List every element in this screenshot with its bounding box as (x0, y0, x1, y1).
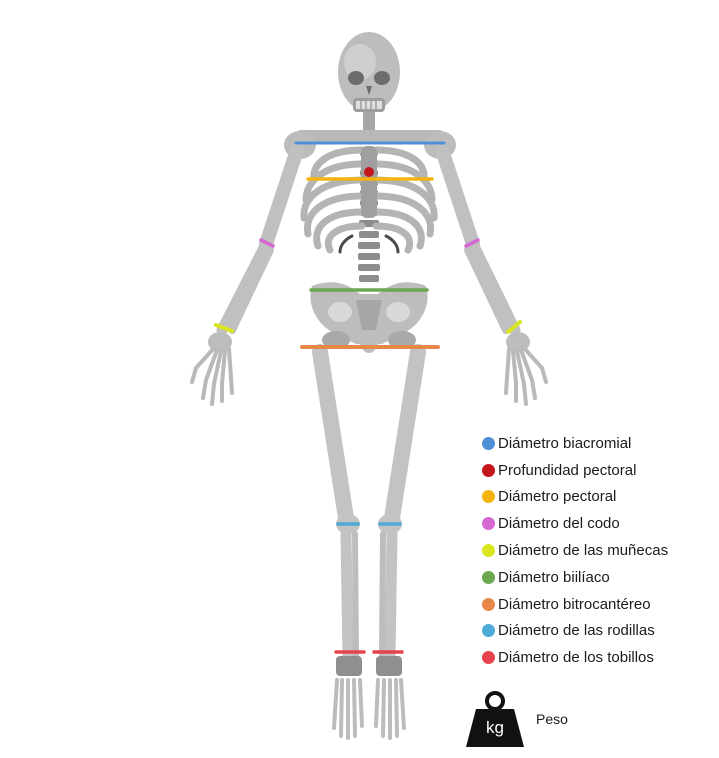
sternum (361, 146, 377, 218)
right-hand (506, 332, 546, 404)
legend-item-biiliac: Diámetro biilíaco (482, 564, 712, 591)
legend-label: Diámetro biilíaco (498, 569, 610, 586)
legend-item-knee: Diámetro de las rodillas (482, 618, 712, 645)
legend-dot (482, 571, 495, 584)
legend-item-ankle: Diámetro de los tobillos (482, 644, 712, 671)
right-leg (378, 352, 418, 656)
legend-item-biacromial: Diámetro biacromial (482, 430, 712, 457)
legend-item-pectoral: Diámetro pectoral (482, 484, 712, 511)
legend-label: Diámetro de los tobillos (498, 649, 654, 666)
legend-label: Profundidad pectoral (498, 462, 636, 479)
legend-item-wrist: Diámetro de las muñecas (482, 537, 712, 564)
legend-dot (482, 544, 495, 557)
legend-dot (482, 464, 495, 477)
legend-dot (482, 517, 495, 530)
weight-unit: kg (480, 718, 510, 738)
legend-label: Diámetro bitrocantéreo (498, 596, 651, 613)
legend-dot (482, 437, 495, 450)
measurement-markers (216, 143, 520, 652)
left-leg (320, 352, 360, 656)
legend-item-elbow: Diámetro del codo (482, 510, 712, 537)
pelvis (310, 282, 427, 353)
legend-dot (482, 651, 495, 664)
legend-item-bitrochanteric: Diámetro bitrocantéreo (482, 591, 712, 618)
legend-item-pectoral-depth: Profundidad pectoral (482, 457, 712, 484)
marker-pectoral-depth (364, 167, 374, 177)
legend-dot (482, 624, 495, 637)
legend-label: Diámetro del codo (498, 515, 620, 532)
left-hand (192, 332, 232, 404)
legend-label: Diámetro biacromial (498, 435, 631, 452)
skull (338, 32, 400, 112)
legend-dot (482, 490, 495, 503)
legend: Diámetro biacromial Profundidad pectoral… (482, 430, 712, 671)
legend-label: Diámetro de las rodillas (498, 622, 655, 639)
right-foot (376, 656, 404, 738)
legend-dot (482, 598, 495, 611)
left-foot (334, 656, 362, 738)
legend-label: Diámetro de las muñecas (498, 542, 668, 559)
weight-label: Peso (536, 711, 568, 727)
legend-label: Diámetro pectoral (498, 488, 616, 505)
